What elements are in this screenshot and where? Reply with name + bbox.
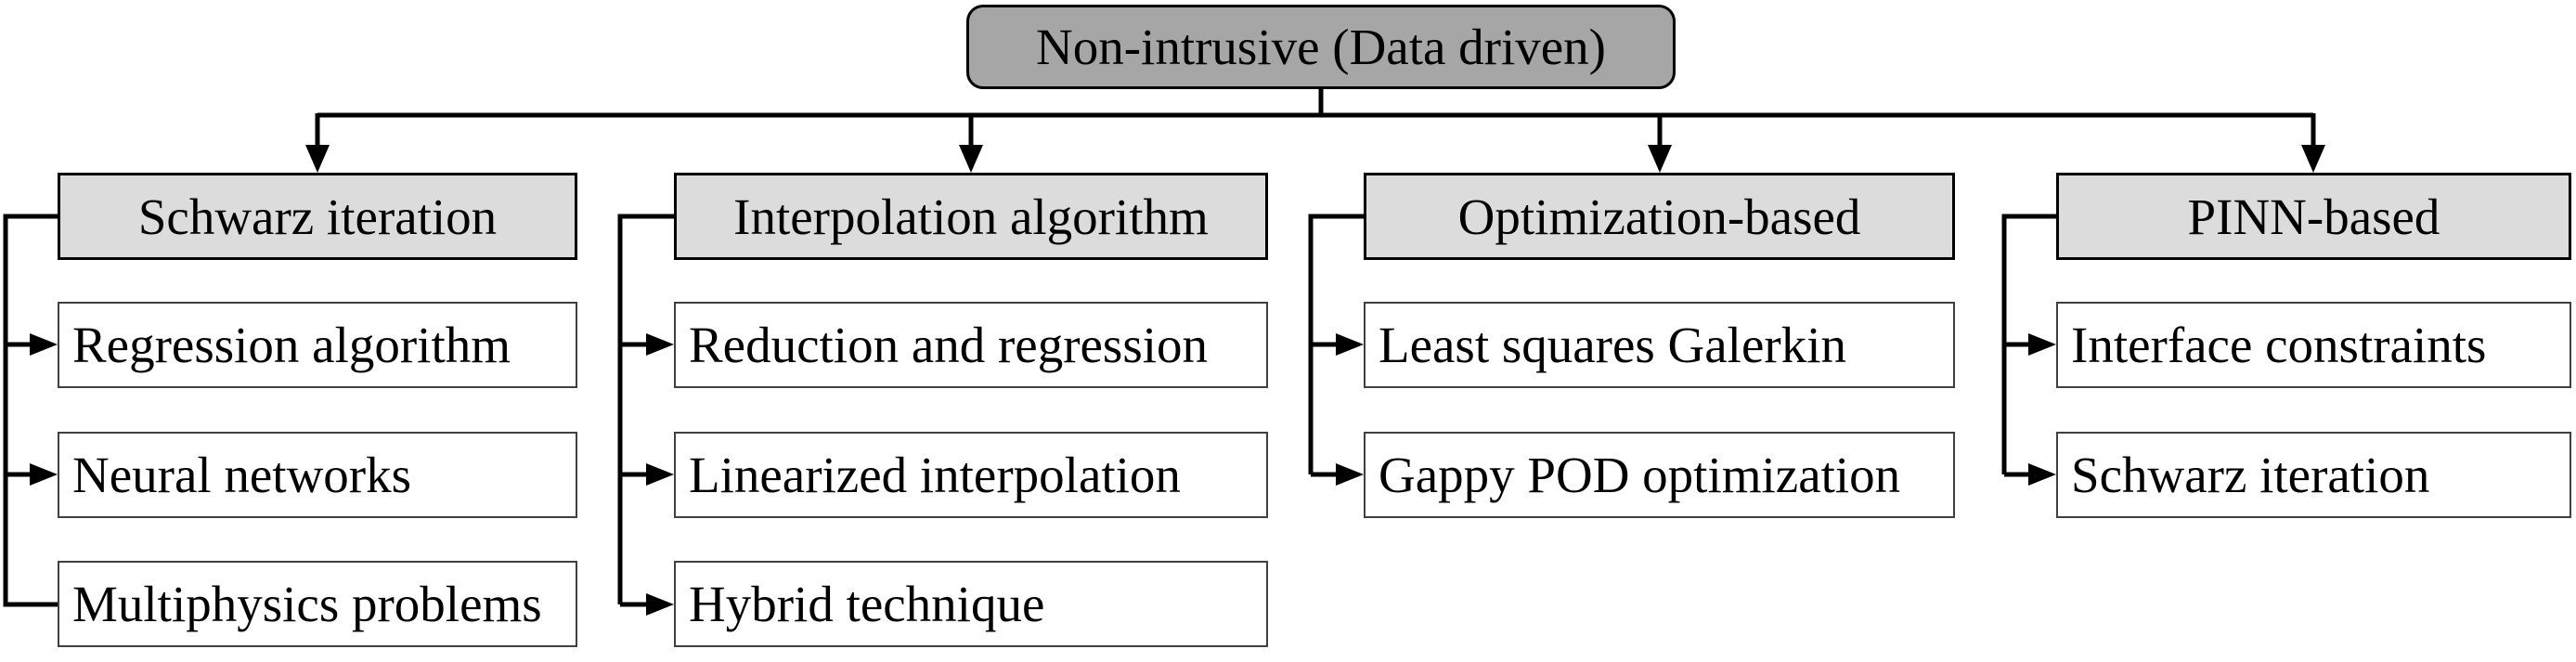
col1-header-node: Schwarz iteration [58,173,577,260]
col1-item-node: Multiphysics problems [58,561,577,647]
col3-header-node: Optimization-based [1364,173,1955,260]
col3-item-node: Least squares Galerkin [1364,302,1955,388]
arrowhead-right-icon [2028,333,2056,356]
arrowhead-right-icon [646,333,674,356]
arrowhead-right-icon [2028,463,2056,486]
arrowhead-right-icon [646,593,674,616]
bracket-col1 [3,214,58,607]
col2-item-node: Reduction and regression [674,302,1268,388]
arrowhead-right-icon [1336,463,1364,486]
arrowhead-down-icon [305,145,330,173]
tree-connector [315,87,2316,149]
col4-item-node: Interface constraints [2056,302,2571,388]
arrowhead-down-icon [1648,145,1672,173]
arrowhead-right-icon [646,463,674,486]
col1-item-node: Regression algorithm [58,302,577,388]
bracket-col2 [617,214,674,607]
arrowhead-down-icon [2301,145,2325,173]
bracket-col3 [1308,214,1364,477]
col1-item-node: Neural networks [58,432,577,518]
arrowhead-right-icon [30,463,58,486]
col2-item-node: Linearized interpolation [674,432,1268,518]
root-node: Non-intrusive (Data driven) [966,5,1676,89]
arrowhead-right-icon [30,333,58,356]
col4-item-node: Schwarz iteration [2056,432,2571,518]
col2-item-node: Hybrid technique [674,561,1268,647]
col2-header-node: Interpolation algorithm [674,173,1268,260]
col3-item-node: Gappy POD optimization [1364,432,1955,518]
col4-header-node: PINN-based [2056,173,2571,260]
arrowhead-right-icon [1336,333,1364,356]
bracket-col4 [2001,214,2056,477]
arrowhead-down-icon [959,145,983,173]
